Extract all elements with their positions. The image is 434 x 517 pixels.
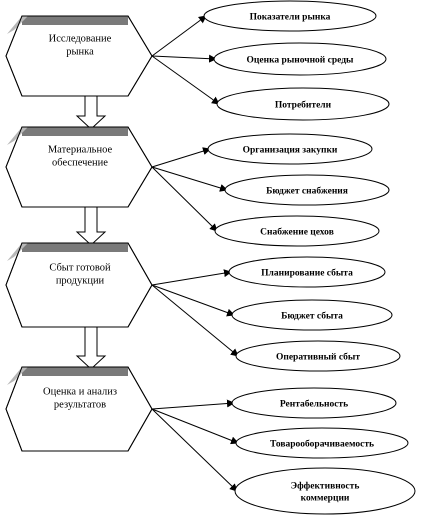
connector-arrow xyxy=(151,166,218,232)
outcome-node: Рентабельность xyxy=(231,387,397,419)
outcome-label-line: коммерции xyxy=(301,494,350,504)
stage-label-line: результатов xyxy=(54,400,106,411)
outcome-label-line: Оценка рыночной среды xyxy=(247,55,355,66)
outcome-ellipse xyxy=(224,174,390,206)
outcome-node: Бюджет снабжения xyxy=(224,174,390,206)
outcome-node: Организация закупки xyxy=(207,133,373,165)
outcome-label-line: Бюджет сбыта xyxy=(281,311,343,322)
outcome-label-line: Бюджет снабжения xyxy=(266,186,348,197)
outcome-ellipse xyxy=(234,467,416,515)
outcome-ellipse xyxy=(231,299,393,331)
stage-top-bar xyxy=(22,127,128,136)
stage-label-line: Исследование xyxy=(49,34,112,45)
flow-arrow-down xyxy=(75,91,107,130)
outcome-label-line: Потребители xyxy=(275,100,332,111)
outcome-node: Планирование сбыта xyxy=(228,256,386,288)
outcome-ellipse xyxy=(235,427,409,459)
connector-arrow xyxy=(151,166,228,192)
connector-arrow xyxy=(151,284,239,357)
outcome-ellipse xyxy=(228,256,386,288)
outcome-ellipse xyxy=(207,133,373,165)
outcome-ellipse xyxy=(231,387,397,419)
stage-side-bevel xyxy=(7,16,28,34)
outcome-label-line: Снабжение цехов xyxy=(260,227,334,238)
stage-label-line: Оценка и анализ xyxy=(43,387,117,398)
stage-outline xyxy=(5,15,153,97)
outcome-ellipse xyxy=(214,215,380,247)
connector-arrow xyxy=(151,269,232,286)
stage-top-bar xyxy=(22,16,128,25)
connector-lines-layer xyxy=(151,15,239,492)
stage-side-bevel xyxy=(7,243,28,261)
outcome-node: Оперативный сбыт xyxy=(235,340,401,372)
outcome-node: Оценка рыночной среды xyxy=(213,42,387,76)
outcome-node: Потребители xyxy=(216,87,390,121)
outcome-ellipse xyxy=(203,0,377,32)
stage-block: Оценка и анализ результатов xyxy=(5,366,153,452)
stage-block: Сбыт готовой продукции xyxy=(5,242,153,328)
outcome-label-line: Эффективность xyxy=(291,481,360,492)
connector-arrow xyxy=(151,408,238,492)
connector-arrow xyxy=(151,15,207,57)
outcome-label-line: Организация закупки xyxy=(243,146,338,156)
connector-arrow xyxy=(151,408,239,445)
stage-top-bar xyxy=(22,367,128,376)
outcome-ellipse xyxy=(235,340,401,372)
outcome-label-line: Товарооборачиваемость xyxy=(270,439,374,450)
connector-arrow xyxy=(151,55,220,105)
stage-block: Материальное обеспечение xyxy=(5,126,153,208)
stage-side-bevel xyxy=(7,127,28,145)
outcome-label-line: Показатели рынка xyxy=(250,13,331,23)
flow-arrows-layer xyxy=(75,91,107,370)
outcome-label-line: Оперативный сбыт xyxy=(276,352,360,363)
outcome-ellipse xyxy=(216,87,390,121)
outcome-node: Бюджет сбыта xyxy=(231,299,393,331)
connector-arrow xyxy=(151,54,217,63)
stage-outline xyxy=(5,126,153,208)
outcome-node: Товарооборачиваемость xyxy=(235,427,409,459)
outcome-ellipse xyxy=(213,42,387,76)
stage-top-bar xyxy=(22,243,128,252)
outcome-node: Показатели рынка xyxy=(203,0,377,32)
stage-label-line: Материальное xyxy=(48,145,113,156)
stage-label-line: продукции xyxy=(56,276,105,287)
stage-outline xyxy=(5,366,153,452)
outcome-label-line: Рентабельность xyxy=(280,399,348,410)
connector-arrow xyxy=(151,399,235,410)
stage-outline xyxy=(5,242,153,328)
outcome-node: Снабжение цехов xyxy=(214,215,380,247)
stage-block: Исследование рынка xyxy=(5,15,153,97)
stage-label-line: рынка xyxy=(66,47,94,58)
stage-label-line: Сбыт готовой xyxy=(49,263,111,274)
outcome-node: Эффективность коммерции xyxy=(234,467,416,515)
outcome-label-line: Планирование сбыта xyxy=(261,268,353,279)
connector-arrow xyxy=(151,284,235,317)
stage-side-bevel xyxy=(7,367,28,385)
connector-arrow xyxy=(151,147,211,168)
flow-arrow-down xyxy=(75,202,107,246)
stage-label-line: обеспечение xyxy=(52,158,108,169)
flow-arrow-down xyxy=(75,322,107,370)
